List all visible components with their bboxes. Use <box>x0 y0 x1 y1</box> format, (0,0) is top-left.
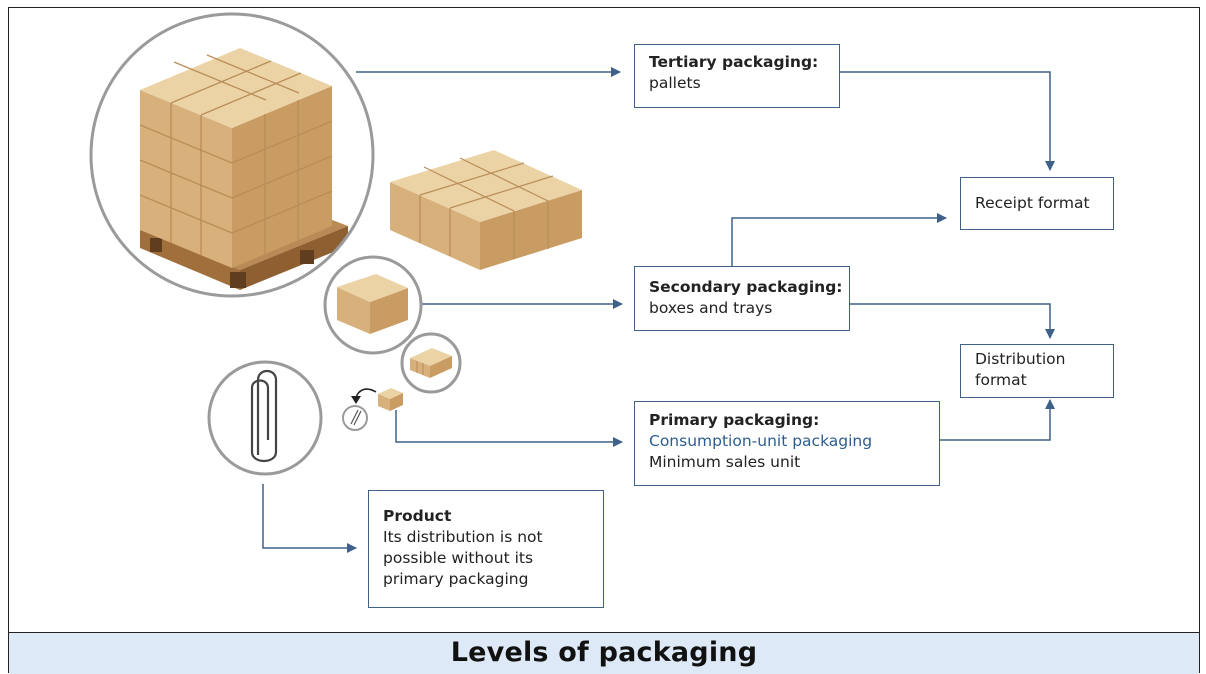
box-tray-illustration <box>390 150 582 270</box>
receipt-label: Receipt format <box>975 194 1090 212</box>
arrow-secondary-to-distribution <box>850 303 1055 339</box>
secondary-title: Secondary packaging: <box>649 278 843 296</box>
caption-title: Levels of packaging <box>450 637 758 668</box>
product-line2: possible without its <box>383 549 534 567</box>
unit-cube-illustration <box>378 388 403 411</box>
arrow-primary-to-distribution <box>940 399 1055 441</box>
product-line1: Its distribution is not <box>383 528 543 546</box>
secondary-packaging-box: Secondary packaging: boxes and trays <box>634 266 850 331</box>
distribution-line1: Distribution <box>975 350 1066 368</box>
arrow-secondary-to-receipt <box>731 213 947 266</box>
primary-packaging-box: Primary packaging: Consumption-unit pack… <box>634 401 940 486</box>
primary-text: Minimum sales unit <box>649 453 801 471</box>
tertiary-packaging-box: Tertiary packaging: pallets <box>634 44 840 108</box>
arrow-tertiary-to-receipt <box>840 71 1055 171</box>
curved-arrow-head-icon <box>351 396 361 404</box>
product-box: Product Its distribution is not possible… <box>368 490 604 608</box>
arrow-pack-to-primary <box>395 410 623 447</box>
product-title: Product <box>383 507 452 525</box>
tertiary-text: pallets <box>649 74 701 92</box>
secondary-text: boxes and trays <box>649 299 773 317</box>
pallet-illustration <box>89 12 375 298</box>
connector-arrows <box>262 67 1055 553</box>
paperclip-illustration <box>207 360 323 476</box>
primary-title: Primary packaging: <box>649 411 820 429</box>
primary-accent-text: Consumption-unit packaging <box>649 432 873 450</box>
distribution-line2: format <box>975 371 1027 389</box>
receipt-format-box: Receipt format <box>960 177 1114 230</box>
small-pack-illustration <box>400 332 462 394</box>
tertiary-title: Tertiary packaging: <box>649 53 819 71</box>
product-line3: primary packaging <box>383 570 529 588</box>
single-box-illustration <box>323 255 423 355</box>
arrow-clip-to-product <box>262 484 357 553</box>
caption-band: Levels of packaging <box>9 632 1199 674</box>
small-paperclip-icon <box>342 405 368 431</box>
distribution-format-box: Distribution format <box>960 344 1114 398</box>
